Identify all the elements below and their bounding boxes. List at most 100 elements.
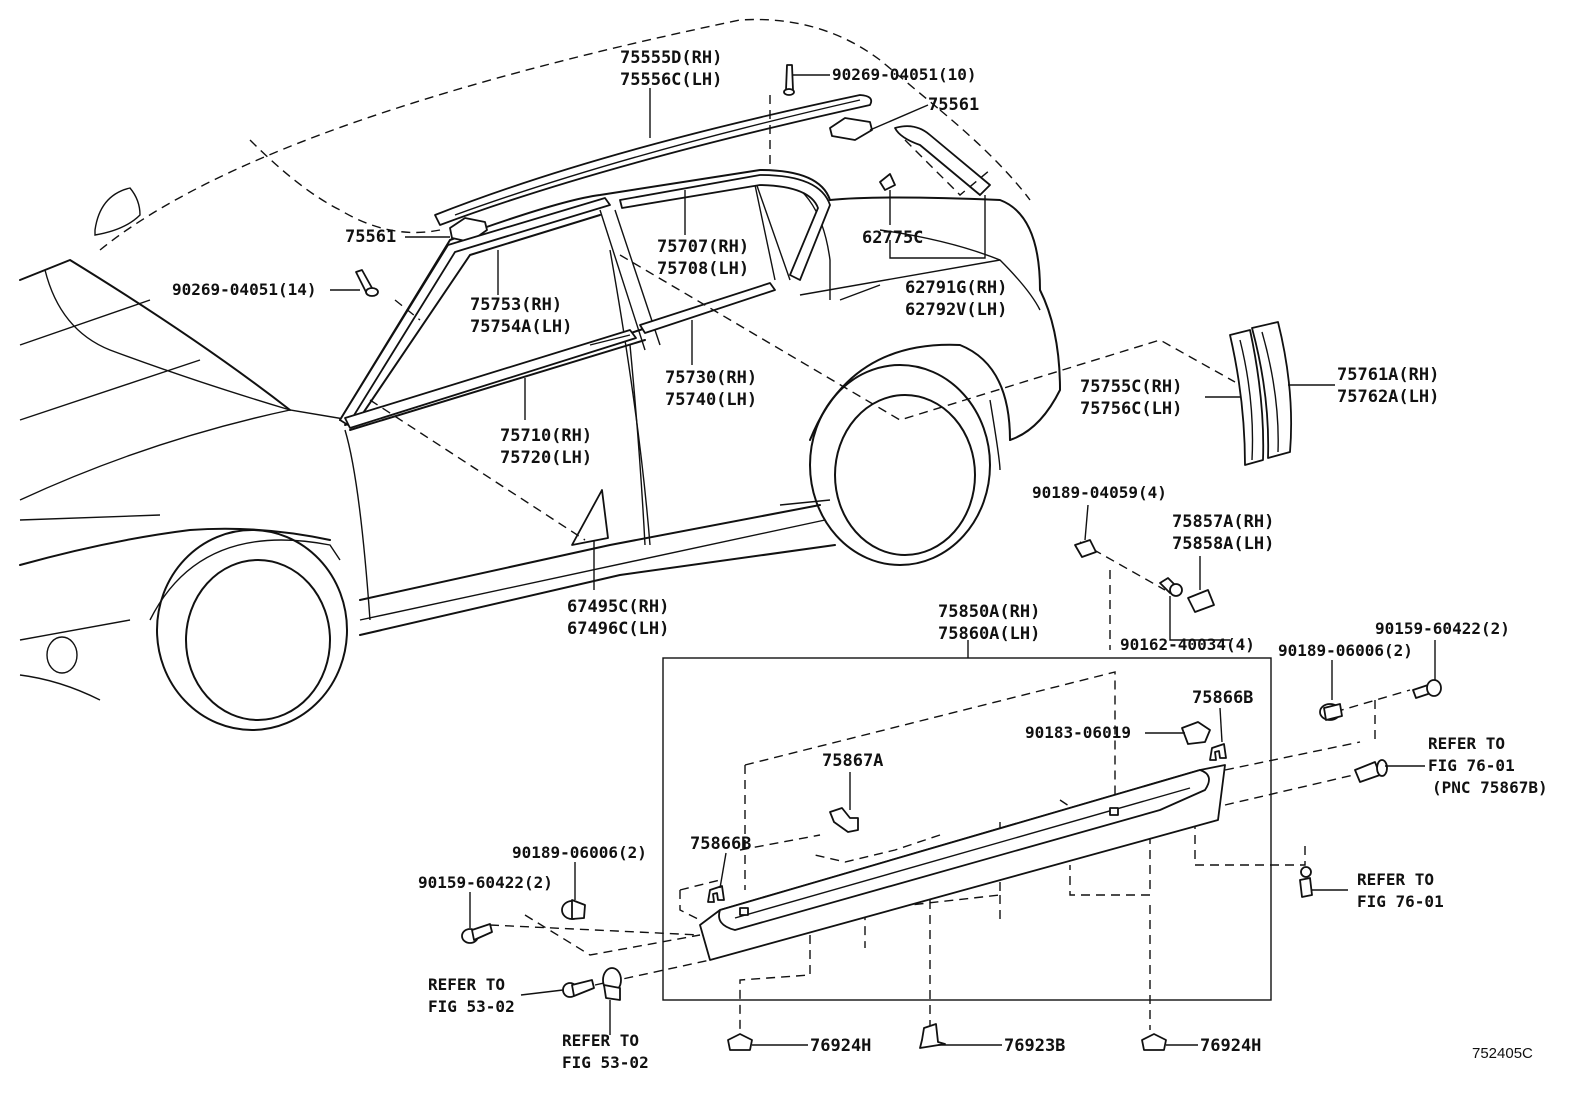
svg-text:75857A(RH)75858A(LH): 75857A(RH)75858A(LH): [1172, 512, 1274, 554]
callout-line: 75754A(LH): [470, 317, 572, 337]
callout-76924-left: 76924H: [810, 1036, 871, 1056]
callout-75555: 75555D(RH)75556C(LH): [620, 48, 722, 90]
belt-moulding-front: [344, 329, 637, 429]
callout-line: 75858A(LH): [1172, 534, 1274, 554]
callout-line: 76923B: [1004, 1036, 1065, 1056]
callout-line: REFER TO: [562, 1031, 639, 1050]
callout-line: 62792V(LH): [905, 300, 1007, 320]
svg-text:62775C: 62775C: [862, 228, 923, 248]
callout-90159-right: 90159-60422(2): [1375, 619, 1510, 638]
callout-75561-left: 75561: [345, 227, 396, 247]
svg-text:90159-60422(2): 90159-60422(2): [418, 873, 553, 892]
screw-90269-top: [783, 64, 795, 96]
callout-75707: 75707(RH)75708(LH): [657, 237, 749, 279]
callout-90183: 90183-06019: [1025, 723, 1131, 742]
callout-line: 75710(RH): [500, 426, 592, 446]
callout-62775: 62775C: [862, 228, 923, 248]
diagram-code: 752405C: [1472, 1045, 1533, 1062]
dashed-reference-lines: [369, 95, 1411, 1030]
callout-75755: 75755C(RH)75756C(LH): [1080, 377, 1182, 419]
svg-text:75867A: 75867A: [822, 751, 883, 771]
clip-62775c: [879, 173, 896, 191]
svg-text:75866B: 75866B: [1192, 688, 1253, 708]
callout-line: 75857A(RH): [1172, 512, 1274, 532]
clip-75857a: [1187, 589, 1215, 613]
callout-line: 75707(RH): [657, 237, 749, 257]
roof-clip-right: [829, 117, 873, 141]
svg-text:90189-04059(4): 90189-04059(4): [1032, 483, 1167, 502]
svg-text:75707(RH)75708(LH): 75707(RH)75708(LH): [657, 237, 749, 279]
svg-text:76923B: 76923B: [1004, 1036, 1065, 1056]
svg-text:75730(RH)75740(LH): 75730(RH)75740(LH): [665, 368, 757, 410]
clip-76923b: [919, 1023, 946, 1049]
callout-line: 75556C(LH): [620, 70, 722, 90]
rocker-assembly-frame: [662, 657, 1272, 1001]
callout-line: 75561: [345, 227, 396, 247]
svg-text:75850A(RH)75860A(LH): 75850A(RH)75860A(LH): [938, 602, 1040, 644]
bolt-refer-53-02-left: [562, 979, 595, 998]
callout-75866-right: 75866B: [1192, 688, 1253, 708]
nut-90189-06006-right: [1319, 703, 1343, 721]
callout-line: 75561: [928, 95, 979, 115]
callout-line: 75756C(LH): [1080, 399, 1182, 419]
bolt-90159-60422-right: [1412, 679, 1442, 699]
svg-text:67495C(RH)67496C(LH): 67495C(RH)67496C(LH): [567, 597, 669, 639]
bolt-refer-76-01-lower: [1299, 866, 1313, 898]
callout-line: 75761A(RH): [1337, 365, 1439, 385]
callout-75867: 75867A: [822, 751, 883, 771]
callout-line: 90189-06006(2): [1278, 641, 1413, 660]
callout-67495: 67495C(RH)67496C(LH): [567, 597, 669, 639]
svg-text:90183-06019: 90183-06019: [1025, 723, 1131, 742]
belt-moulding-rear: [639, 282, 776, 334]
callout-90269-top: 90269-04051(10): [832, 65, 977, 84]
callout-line: 75708(LH): [657, 259, 749, 279]
window-frame-moulding-rear: [619, 174, 831, 281]
callout-line: 90159-60422(2): [1375, 619, 1510, 638]
callout-line: FIG 76-01: [1428, 756, 1515, 775]
callout-75710: 75710(RH)75720(LH): [500, 426, 592, 468]
callout-refer-53-02-left: REFER TO FIG 53-02: [428, 975, 515, 1016]
callout-75850: 75850A(RH)75860A(LH): [938, 602, 1040, 644]
bolt-90159-60422-left: [461, 923, 493, 944]
door-frame-garnish: [571, 489, 609, 546]
callout-line: 75720(LH): [500, 448, 592, 468]
callout-line: 75867A: [822, 751, 883, 771]
svg-text:76924H: 76924H: [810, 1036, 871, 1056]
roof-rail-moulding: [434, 94, 873, 226]
callout-line: 62775C: [862, 228, 923, 248]
rocker-panel-moulding: [699, 764, 1226, 961]
callout-line: REFER TO: [428, 975, 505, 994]
callout-line: 90269-04051(10): [832, 65, 977, 84]
callout-line: (PNC 75867B): [1432, 778, 1548, 797]
callout-76924-right: 76924H: [1200, 1036, 1261, 1056]
callout-76923: 76923B: [1004, 1036, 1065, 1056]
callout-75857: 75857A(RH)75858A(LH): [1172, 512, 1274, 554]
svg-text:62791G(RH)62792V(LH): 62791G(RH)62792V(LH): [905, 278, 1007, 320]
nut-90189-06006-left: [561, 899, 586, 920]
nut-90189-04059: [1074, 539, 1097, 558]
svg-text:75561: 75561: [928, 95, 979, 115]
svg-text:90162-40034(4): 90162-40034(4): [1120, 635, 1255, 654]
svg-text:90189-06006(2): 90189-06006(2): [1278, 641, 1413, 660]
callout-line: 90189-04059(4): [1032, 483, 1167, 502]
callout-line: FIG 53-02: [428, 997, 515, 1016]
callout-line: 75866B: [690, 834, 751, 854]
clip-76924h-left: [727, 1033, 753, 1051]
callout-75730: 75730(RH)75740(LH): [665, 368, 757, 410]
callout-line: REFER TO: [1428, 734, 1505, 753]
callout-line: 75762A(LH): [1337, 387, 1439, 407]
callout-line: 75850A(RH): [938, 602, 1040, 622]
callout-line: 90159-60422(2): [418, 873, 553, 892]
callout-90189-04059: 90189-04059(4): [1032, 483, 1167, 502]
callout-line: FIG 76-01: [1357, 892, 1444, 911]
callout-line: 75755C(RH): [1080, 377, 1182, 397]
screw-90162: [1159, 577, 1183, 597]
svg-text:75561: 75561: [345, 227, 396, 247]
callout-90159-left: 90159-60422(2): [418, 873, 553, 892]
quarter-moulding-75755: [1229, 329, 1265, 466]
